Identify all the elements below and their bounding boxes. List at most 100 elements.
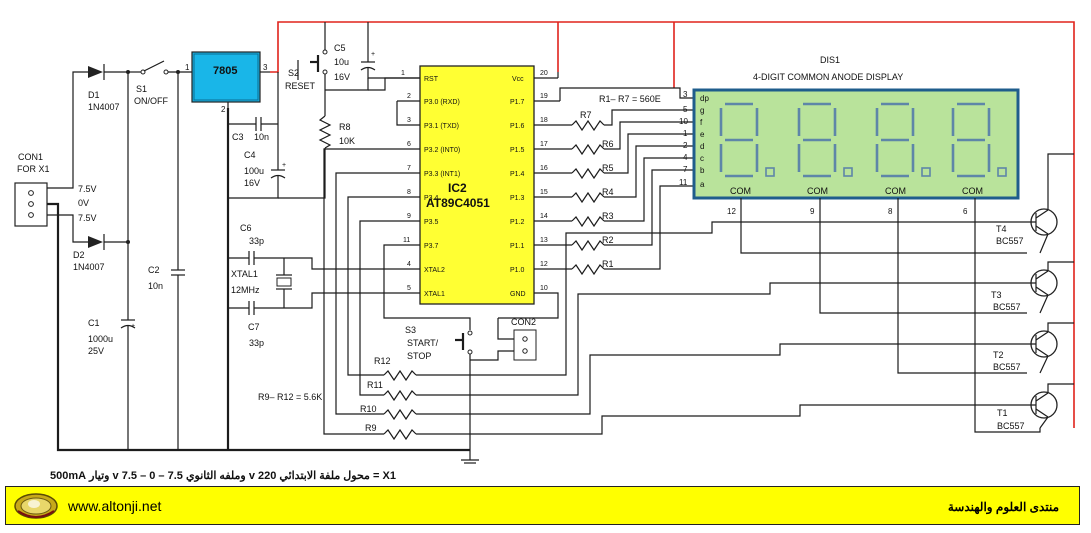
com-label-2: COM	[807, 186, 828, 196]
d1-part: 1N4007	[88, 102, 120, 112]
svg-text:16: 16	[540, 165, 548, 172]
switch-s1: S1 ON/OFF	[128, 60, 192, 106]
con1-label: FOR X1	[17, 164, 50, 174]
svg-text:14: 14	[540, 213, 548, 220]
c5-value: 10u	[334, 57, 349, 67]
c7-value: 33p	[249, 338, 264, 348]
t4-part: BC557	[996, 236, 1024, 246]
c4-voltage: 16V	[244, 178, 260, 188]
ic-ref: IC2	[448, 181, 467, 195]
svg-text:P1.4: P1.4	[510, 171, 525, 178]
svg-text:13: 13	[540, 237, 548, 244]
digit-4	[951, 102, 1007, 178]
c7-ref: C7	[248, 322, 260, 332]
con2-ref: CON2	[511, 317, 536, 327]
svg-text:6: 6	[963, 207, 968, 216]
svg-text:+: +	[371, 51, 375, 58]
c6-ref: C6	[240, 223, 252, 233]
ic-pin-rst: RST	[424, 76, 439, 83]
ic-pin-p30: P3.0 (RXD)	[424, 99, 460, 106]
c3-ref: C3	[232, 132, 244, 142]
c4-ref: C4	[244, 150, 256, 160]
resistor-r8: R8 10K	[278, 90, 355, 199]
svg-text:f: f	[700, 118, 703, 127]
regulator-7805: 7805 1 2 3	[185, 51, 270, 114]
c2-ref: C2	[148, 265, 160, 275]
d2-ref: D2	[73, 250, 85, 260]
ic-pin-xtal1: XTAL1	[424, 291, 445, 298]
s1-label: ON/OFF	[134, 96, 168, 106]
t1-ref: T1	[997, 408, 1008, 418]
svg-text:19: 19	[540, 93, 548, 100]
svg-text:7: 7	[407, 165, 411, 172]
forum-logo-icon	[14, 493, 58, 519]
r3-ref: R3	[602, 211, 614, 221]
regulator-pin-2: 2	[221, 105, 226, 114]
svg-text:+: +	[282, 162, 286, 169]
con1-pin-1: 7.5V	[78, 184, 97, 194]
svg-text:5: 5	[407, 285, 411, 292]
t2-ref: T2	[993, 350, 1004, 360]
d2-part: 1N4007	[73, 262, 105, 272]
svg-text:5: 5	[683, 105, 688, 114]
regulator-label: 7805	[213, 65, 237, 77]
d1-ref: D1	[88, 90, 100, 100]
r7-ref: R7	[580, 110, 592, 120]
svg-text:1: 1	[683, 129, 688, 138]
capacitor-c5: + C5 10u 16V	[334, 22, 420, 82]
c5-voltage: 16V	[334, 72, 350, 82]
base-resistor-note: R9– R12 = 5.6K	[258, 392, 322, 402]
svg-text:10: 10	[679, 117, 688, 126]
site-url-link[interactable]: www.altonji.net	[68, 498, 162, 514]
svg-text:2: 2	[683, 141, 688, 150]
com-label-4: COM	[962, 186, 983, 196]
digit-2	[797, 102, 853, 178]
svg-text:c: c	[700, 154, 704, 163]
r11-ref: R11	[367, 380, 383, 390]
svg-text:6: 6	[407, 141, 411, 148]
s2-label: RESET	[285, 81, 316, 91]
con1-connector: CON1 FOR X1 7.5V 0V 7.5V	[14, 71, 97, 452]
display-dis1: DIS1 4-DIGIT COMMON ANODE DISPLAY 3 dp 5…	[679, 55, 1041, 433]
r8-ref: R8	[339, 122, 351, 132]
svg-text:9: 9	[810, 207, 815, 216]
svg-text:+: +	[131, 323, 135, 330]
svg-text:P1.0: P1.0	[510, 267, 525, 274]
switch-s2: S2 RESET	[285, 22, 328, 91]
svg-text:17: 17	[540, 141, 548, 148]
svg-text:P1.1: P1.1	[510, 243, 525, 250]
svg-text:4: 4	[407, 261, 411, 268]
svg-text:8: 8	[407, 189, 411, 196]
svg-text:11: 11	[679, 178, 688, 187]
transistor-t4: T4 BC557	[996, 153, 1074, 254]
c6-value: 33p	[249, 236, 264, 246]
svg-text:15: 15	[540, 189, 548, 196]
digit-1	[719, 102, 775, 178]
digit-3	[875, 102, 931, 178]
svg-text:b: b	[700, 166, 705, 175]
xtal-value: 12MHz	[231, 285, 260, 295]
capacitor-c4: + C4 100u 16V	[228, 150, 286, 199]
regulator-pin-3: 3	[263, 63, 268, 72]
r9-ref: R9	[365, 423, 377, 433]
svg-text:10: 10	[540, 285, 548, 292]
capacitor-c1: + C1 1000u 25V	[88, 318, 136, 450]
supply-rail	[270, 21, 1075, 428]
r5-ref: R5	[602, 163, 614, 173]
svg-text:4: 4	[683, 153, 688, 162]
ic-pin-vcc: Vcc	[512, 76, 524, 83]
ic-pin-p34: P3.4	[424, 195, 439, 202]
display-ref: DIS1	[820, 55, 840, 65]
transistor-t2: T2 BC557	[993, 322, 1074, 374]
circuit-schematic: CON1 FOR X1 7.5V 0V 7.5V D1 1N4007 D2 1N…	[14, 21, 1075, 464]
s2-ref: S2	[288, 68, 299, 78]
svg-text:7: 7	[683, 165, 688, 174]
svg-text:d: d	[700, 142, 704, 151]
c3-value: 10n	[254, 132, 269, 142]
svg-text:9: 9	[407, 213, 411, 220]
com-label-1: COM	[730, 186, 751, 196]
xtal-ref: XTAL1	[231, 269, 258, 279]
regulator-pin-1: 1	[185, 63, 190, 72]
svg-text:P1.3: P1.3	[510, 195, 525, 202]
base-resistors: R9– R12 = 5.6K R12 R11 R10 R9	[258, 148, 1010, 441]
